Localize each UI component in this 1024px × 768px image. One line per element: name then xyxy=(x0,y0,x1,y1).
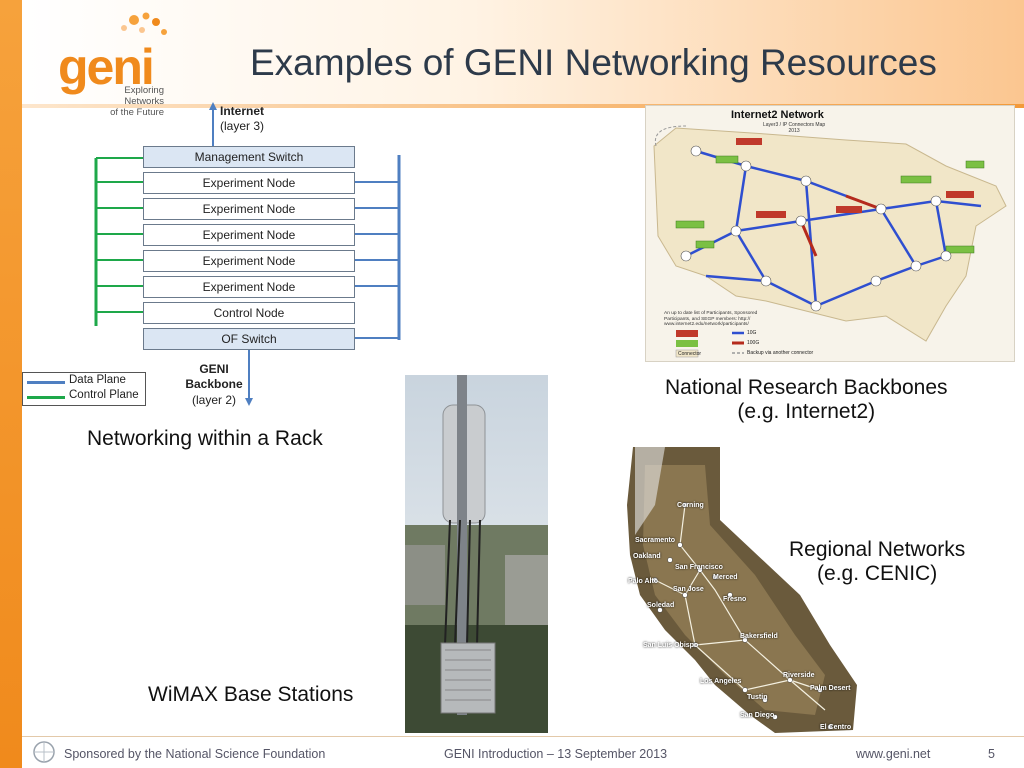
cenic-map-graphic xyxy=(627,447,857,733)
city-label: Fresno xyxy=(723,596,747,603)
city-label: Bakersfield xyxy=(740,633,778,640)
city-label: Palo Alto xyxy=(628,578,659,585)
internet-layer-label: (layer 3) xyxy=(220,119,265,133)
management-switch-box: Management Switch xyxy=(143,146,355,168)
city-label: El Centro xyxy=(820,724,852,731)
city-label: Riverside xyxy=(783,672,815,679)
rack-lines xyxy=(94,102,401,406)
legend-100g: 100G xyxy=(747,340,760,346)
city-label: Sacramento xyxy=(635,537,676,544)
experiment-node-box: Experiment Node xyxy=(143,198,355,220)
geni-logo: geni Exploring Networks of the Future xyxy=(56,8,196,118)
experiment-node-box: Experiment Node xyxy=(143,250,355,272)
city-label: San Diego xyxy=(740,712,775,719)
logo-tagline: Exploring Networks of the Future xyxy=(84,85,164,118)
footer-page-number: 5 xyxy=(988,747,995,761)
rack-diagram: Internet (layer 3) Management Switch Exp… xyxy=(88,100,418,420)
backbone-layer-label: (layer 2) xyxy=(191,393,236,407)
experiment-node-box: Experiment Node xyxy=(143,224,355,246)
cenic-map: Corning Sacramento Oakland San Francisco… xyxy=(625,445,865,735)
footer-rule xyxy=(22,736,1024,737)
experiment-node-box: Experiment Node xyxy=(143,172,355,194)
logo-tagline-1: Exploring Networks xyxy=(124,85,164,107)
rack-caption: Networking within a Rack xyxy=(87,427,323,450)
national-caption: National Research Backbones (e.g. Intern… xyxy=(665,376,948,424)
legend-connector: Connector xyxy=(678,351,702,357)
city-label: Tustin xyxy=(747,694,768,701)
internet2-map: Internet2 Network Layer3 / IP Connectors… xyxy=(645,105,1015,362)
logo-swirl-icon xyxy=(121,12,167,35)
wimax-photo xyxy=(405,375,548,733)
internet2-map-subtitle-2: 2013 xyxy=(788,128,800,134)
legend-10g: 10G xyxy=(747,330,757,336)
internet2-map-subtitle: Layer3 / IP Connectors Map 2013 xyxy=(763,122,825,134)
backbone-label-2: Backbone xyxy=(185,377,243,391)
city-label: Corning xyxy=(677,502,704,509)
footer-url-link[interactable]: www.geni.net xyxy=(856,747,931,761)
left-accent-bar xyxy=(0,0,22,768)
footer-sponsor: Sponsored by the National Science Founda… xyxy=(64,747,326,761)
regional-caption: Regional Networks (e.g. CENIC) xyxy=(789,538,965,586)
header-rule xyxy=(22,104,1024,108)
wimax-caption: WiMAX Base Stations xyxy=(148,683,354,706)
data-plane-label: Data Plane xyxy=(69,374,126,386)
control-node-box: Control Node xyxy=(143,302,355,324)
of-switch-box: OF Switch xyxy=(143,328,355,350)
city-label: San Luis Obispo xyxy=(643,642,699,649)
control-plane-swatch xyxy=(27,396,65,399)
backbone-label-1: GENI xyxy=(199,362,229,376)
footer-event: GENI Introduction – 13 September 2013 xyxy=(444,747,668,761)
legend-backup: Backup via another connector xyxy=(747,350,814,356)
internet-label: Internet xyxy=(220,104,265,118)
city-label: Palm Desert xyxy=(810,685,851,692)
city-label: Soledad xyxy=(647,602,675,609)
city-label: Los Angeles xyxy=(700,678,742,685)
experiment-node-box: Experiment Node xyxy=(143,276,355,298)
slide-title: Examples of GENI Networking Resources xyxy=(250,42,937,83)
internet2-map-subtitle-1: Layer3 / IP Connectors Map xyxy=(763,122,826,128)
national-caption-2: (e.g. Internet2) xyxy=(737,400,876,423)
logo-tagline-2: of the Future xyxy=(110,107,164,118)
regional-caption-2: (e.g. CENIC) xyxy=(817,562,938,585)
city-label: San Jose xyxy=(673,586,704,593)
logo-wordmark: geni xyxy=(58,39,155,95)
regional-caption-1: Regional Networks xyxy=(789,538,966,561)
internet2-map-title: Internet2 Network xyxy=(731,109,824,121)
backbone-label: GENI Backbone xyxy=(184,362,244,392)
nsf-logo-icon xyxy=(33,741,55,763)
wimax-photo-graphic xyxy=(405,375,548,733)
rack-legend: Data Plane Control Plane xyxy=(22,372,146,406)
internet2-map-note: An up to date list of Participants, Spon… xyxy=(664,311,758,327)
national-caption-1: National Research Backbones xyxy=(665,376,948,399)
city-label: Oakland xyxy=(633,553,661,560)
control-plane-label: Control Plane xyxy=(69,389,139,401)
city-label: San Francisco xyxy=(675,564,723,571)
header-band xyxy=(22,0,1024,108)
data-plane-swatch xyxy=(27,381,65,384)
internet2-map-graphic xyxy=(653,125,1007,358)
city-label: Merced xyxy=(713,574,738,581)
